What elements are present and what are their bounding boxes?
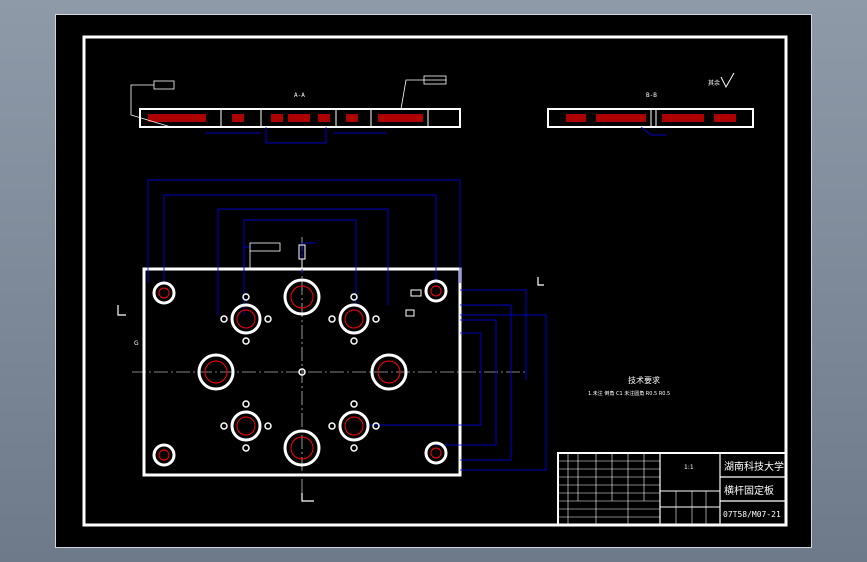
plan-view-plate: G <box>117 179 547 502</box>
cad-drawing: A-A B-B 其余 <box>82 35 788 527</box>
section-a-a-label: A-A <box>294 92 305 99</box>
hole-group-tl <box>220 293 272 345</box>
tech-req-body: 1.未注 倒角 C1 未注圆角 R0.5 R0.5 <box>588 390 670 397</box>
surface-finish-triangle-icon: 其余 <box>708 72 735 89</box>
scale-value: 1:1 <box>684 464 694 471</box>
tech-req-heading: 技术要求 <box>628 375 660 385</box>
svg-text:G: G <box>134 340 139 347</box>
drawing-number: 07T58/M07-21 <box>723 510 781 519</box>
hole-group-tr <box>328 293 380 345</box>
hole-group-bl <box>220 400 272 452</box>
title-block: 1:1 湖南科技大学 横杆固定板 07T58/M07-21 <box>557 452 787 526</box>
svg-text:其余: 其余 <box>708 79 720 87</box>
section-b-b-view: B-B <box>547 92 754 136</box>
university-name: 湖南科技大学 <box>724 460 784 473</box>
part-name: 横杆固定板 <box>724 484 774 497</box>
cad-viewport[interactable]: A-A B-B 其余 <box>55 14 812 548</box>
section-a-a-view: A-A <box>130 75 461 144</box>
hole-group-br <box>328 400 380 452</box>
section-b-b-label: B-B <box>646 92 657 99</box>
technical-requirements: 技术要求 1.未注 倒角 C1 未注圆角 R0.5 R0.5 <box>588 375 670 397</box>
drawing-frame <box>82 35 788 527</box>
